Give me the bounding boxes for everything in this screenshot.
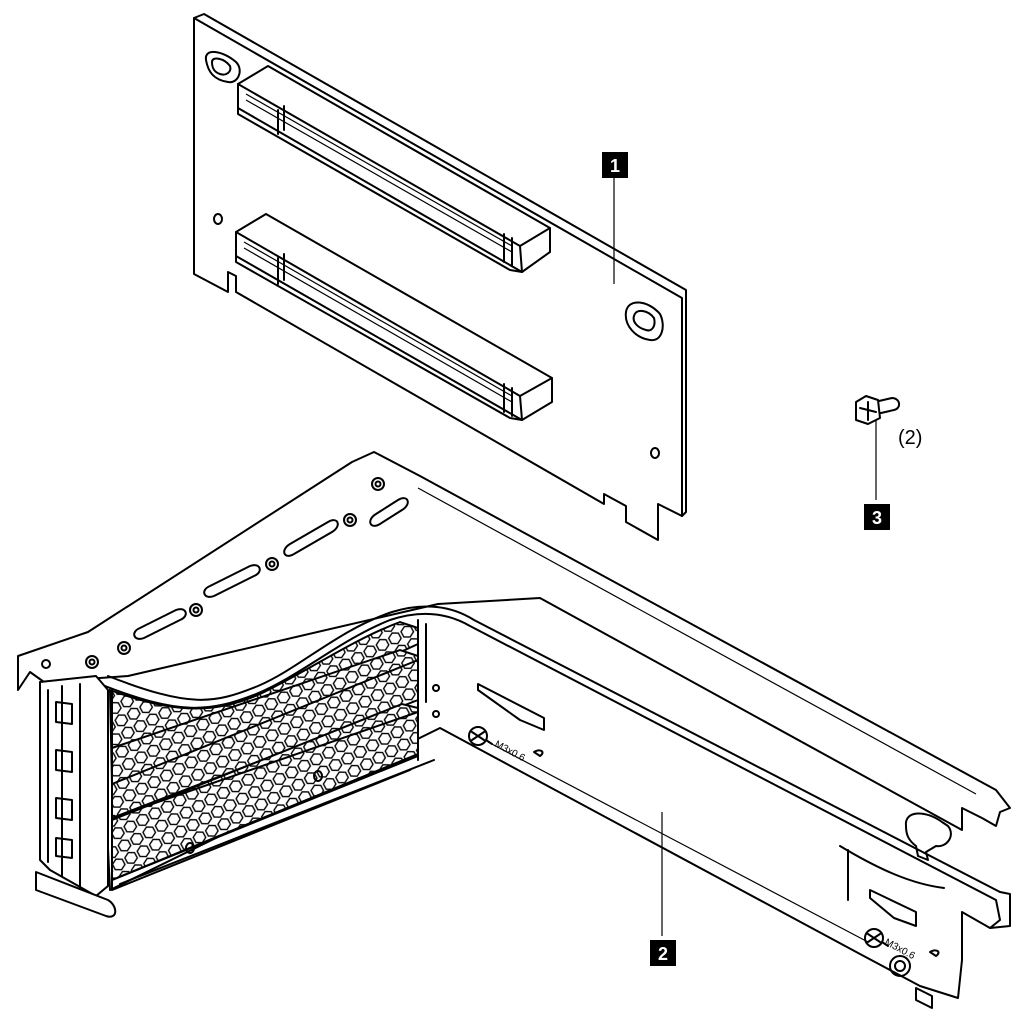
screw-quantity: (2) [898, 427, 922, 449]
callout-1: 1 [602, 152, 628, 178]
screw-part [855, 395, 900, 425]
pcie-slot-upper [237, 65, 551, 273]
installed-screw-right [864, 928, 889, 948]
riser-cage [17, 451, 1011, 1009]
board-hole [213, 213, 223, 225]
cage-left-bracket [39, 675, 109, 897]
flange-holes [41, 477, 385, 669]
callout-3: 3 [864, 504, 890, 530]
cage-keyhole [904, 812, 952, 861]
board-hole [650, 447, 660, 459]
callout-1-label: 1 [610, 156, 620, 176]
pcie-slot-lower [235, 213, 553, 421]
cage-hole-right [889, 955, 911, 977]
keyhole-top-left [204, 51, 241, 84]
keyhole-right [624, 301, 664, 342]
riser-card [193, 13, 687, 541]
callout-2-label: 2 [658, 944, 668, 964]
installed-screw-left [468, 726, 493, 746]
leader-lines [417, 176, 977, 943]
callout-3-label: 3 [872, 508, 882, 528]
flange-slots [133, 497, 409, 640]
callout-2: 2 [650, 940, 676, 966]
expansion-slot-brackets [99, 619, 427, 891]
